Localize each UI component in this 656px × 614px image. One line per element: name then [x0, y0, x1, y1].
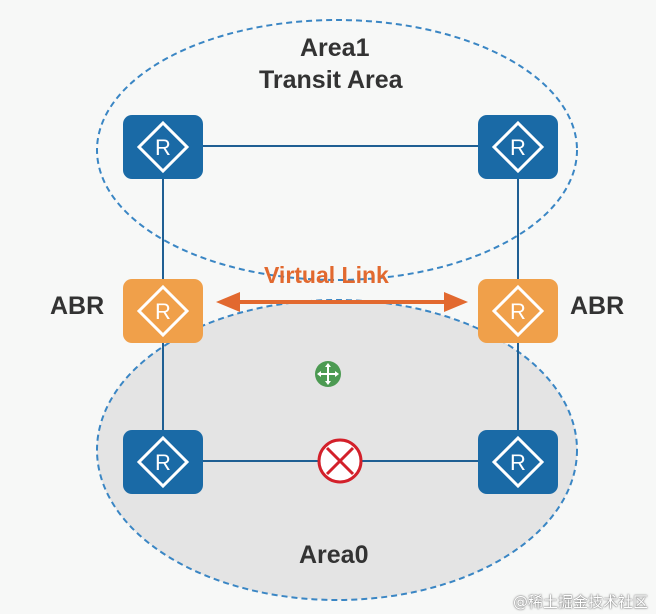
router-abr-right[interactable]: R	[478, 279, 558, 343]
router-icon: R	[491, 120, 545, 174]
router-area1-left[interactable]: R	[123, 115, 203, 179]
svg-text:R: R	[155, 135, 171, 160]
area1-subtitle: Transit Area	[259, 66, 403, 94]
router-area1-right[interactable]: R	[478, 115, 558, 179]
router-icon: R	[491, 435, 545, 489]
abr-right-label: ABR	[570, 292, 625, 320]
svg-text:R: R	[155, 299, 171, 324]
router-icon: R	[136, 284, 190, 338]
watermark: @稀土掘金技术社区	[512, 593, 648, 611]
abr-left-label: ABR	[50, 292, 105, 320]
fault-x-icon	[317, 438, 363, 484]
router-area0-right[interactable]: R	[478, 430, 558, 494]
move-icon[interactable]	[315, 361, 341, 387]
area1-title: Area1	[300, 34, 370, 62]
area1-region	[96, 19, 578, 281]
router-icon: R	[491, 284, 545, 338]
router-abr-left[interactable]: R	[123, 279, 203, 343]
svg-text:R: R	[510, 135, 526, 160]
router-icon: R	[136, 435, 190, 489]
virtual-link-arrow	[216, 292, 468, 312]
virtual-link-label: Virtual Link	[264, 262, 389, 288]
svg-text:R: R	[510, 299, 526, 324]
svg-text:R: R	[510, 450, 526, 475]
router-area0-left[interactable]: R	[123, 430, 203, 494]
area0-title: Area0	[299, 541, 369, 569]
router-icon: R	[136, 120, 190, 174]
svg-text:R: R	[155, 450, 171, 475]
